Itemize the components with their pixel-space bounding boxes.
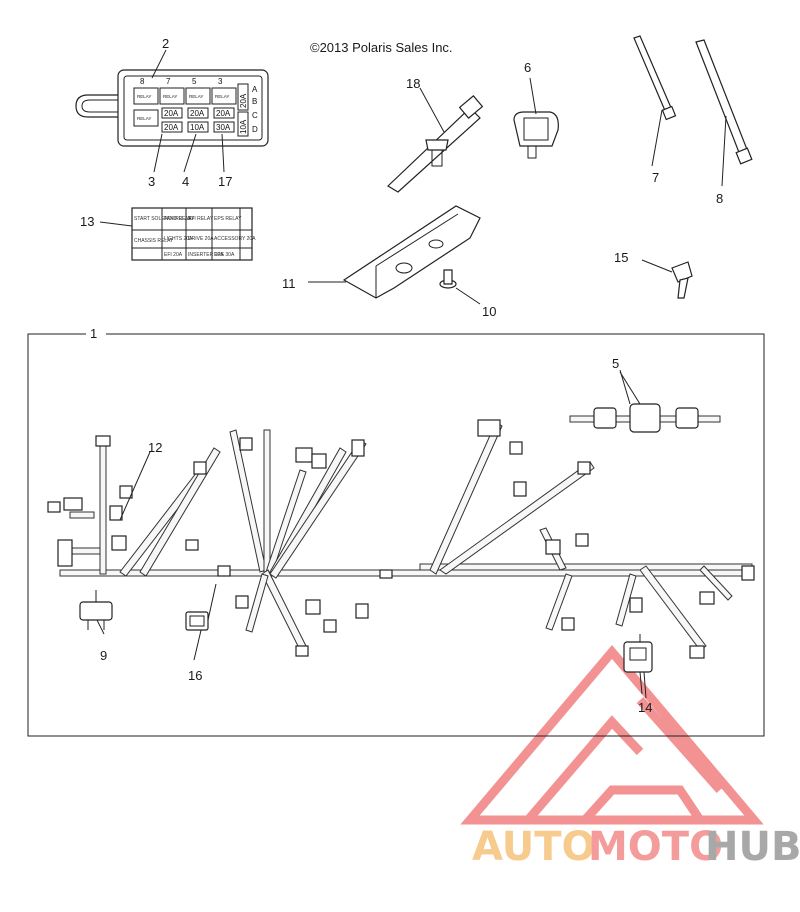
card-fan-relay: FAN RELAY	[164, 216, 192, 222]
screw-10	[439, 269, 481, 305]
card-efi: EFI 20A	[164, 252, 183, 258]
connector-9	[79, 590, 113, 630]
callout-13: 13	[80, 214, 94, 229]
cable-tie-mount	[387, 87, 484, 193]
fuse-slot-top-3: 3	[218, 77, 223, 86]
callout-12: 12	[148, 440, 162, 455]
callout-11: 11	[282, 276, 296, 291]
relay-label-1: RELAY	[137, 94, 151, 99]
fuse-side-1: 20A	[239, 93, 248, 108]
callout-10: 10	[482, 304, 496, 319]
card-chassis-relay: CHASSIS RELAY	[134, 238, 174, 244]
diagnostic-connector-14	[623, 634, 653, 699]
callout-15: 15	[614, 250, 628, 265]
callout-6: 6	[524, 60, 531, 75]
cable-tie-large	[695, 39, 753, 187]
row-letter-c: C	[252, 111, 258, 120]
copyright-text: ©2013 Polaris Sales Inc.	[310, 40, 453, 55]
callout-7: 7	[652, 170, 659, 185]
card-efi-relay: EFI RELAY	[188, 216, 214, 222]
relay-label-2: RELAY	[163, 94, 177, 99]
callout-1: 1	[90, 326, 97, 341]
relay-label-5: RELAY	[137, 116, 151, 121]
callout-3: 3	[148, 174, 155, 189]
row-letter-d: D	[252, 125, 258, 134]
fuse-slot-top-2: 5	[192, 77, 197, 86]
fuse-slot-8: 8	[140, 77, 145, 86]
callout-5: 5	[612, 356, 619, 371]
card-eps-relay: EPS RELAY	[214, 216, 242, 222]
relay-label-3: RELAY	[189, 94, 203, 99]
fuse-box: 8 7 5 3 RELAY RELAY RELAY RELAY RELAY 20…	[75, 49, 269, 173]
callout-9: 9	[100, 648, 107, 663]
card-inserter: INSERTER 10A	[188, 252, 224, 258]
card-drive: DRIVE 20A	[188, 236, 214, 242]
callout-2: 2	[162, 36, 169, 51]
fuse-row2-2: 10A	[190, 123, 205, 132]
mounting-bracket	[308, 205, 481, 299]
wire-clip	[513, 77, 559, 159]
fuse-slot-top-1: 7	[166, 77, 171, 86]
card-start-solenoid: START SOLENOID RELAY	[134, 216, 195, 222]
fuse-row1-2: 20A	[190, 109, 205, 118]
callout-18: 18	[406, 76, 420, 91]
card-eps: EPS 30A	[214, 252, 235, 258]
connector-16	[185, 583, 217, 631]
fuse-row1-3: 20A	[216, 109, 231, 118]
watermark-hub: HUB	[705, 824, 800, 870]
fuse-side-2: 10A	[239, 119, 248, 134]
fuse-row1-1: 20A	[164, 109, 179, 118]
fuse-label-card: START SOLENOID RELAY FAN RELAY EFI RELAY…	[99, 207, 256, 261]
watermark: AUTO MOTO HUB	[460, 645, 800, 870]
watermark-moto: MOTO	[588, 824, 723, 870]
watermark-auto: AUTO	[472, 824, 596, 870]
bolt-15	[641, 259, 693, 299]
callout-17: 17	[218, 174, 232, 189]
wire-harness	[47, 369, 755, 695]
fuse-row2-3: 30A	[216, 123, 231, 132]
sub-harness-5	[569, 371, 721, 433]
harness-frame	[27, 333, 765, 737]
callout-14: 14	[638, 700, 652, 715]
row-letter-a: A	[252, 85, 258, 94]
fuse-row2-1: 20A	[164, 123, 179, 132]
card-accessory: ACCESSORY 20A	[214, 236, 256, 242]
callout-16: 16	[188, 668, 202, 683]
row-letter-b: B	[252, 97, 257, 106]
cable-tie-small	[633, 35, 677, 167]
relay-label-4: RELAY	[215, 94, 229, 99]
callout-4: 4	[182, 174, 189, 189]
card-lights: LIGHTS 20A	[164, 236, 193, 242]
callout-8: 8	[716, 191, 723, 206]
